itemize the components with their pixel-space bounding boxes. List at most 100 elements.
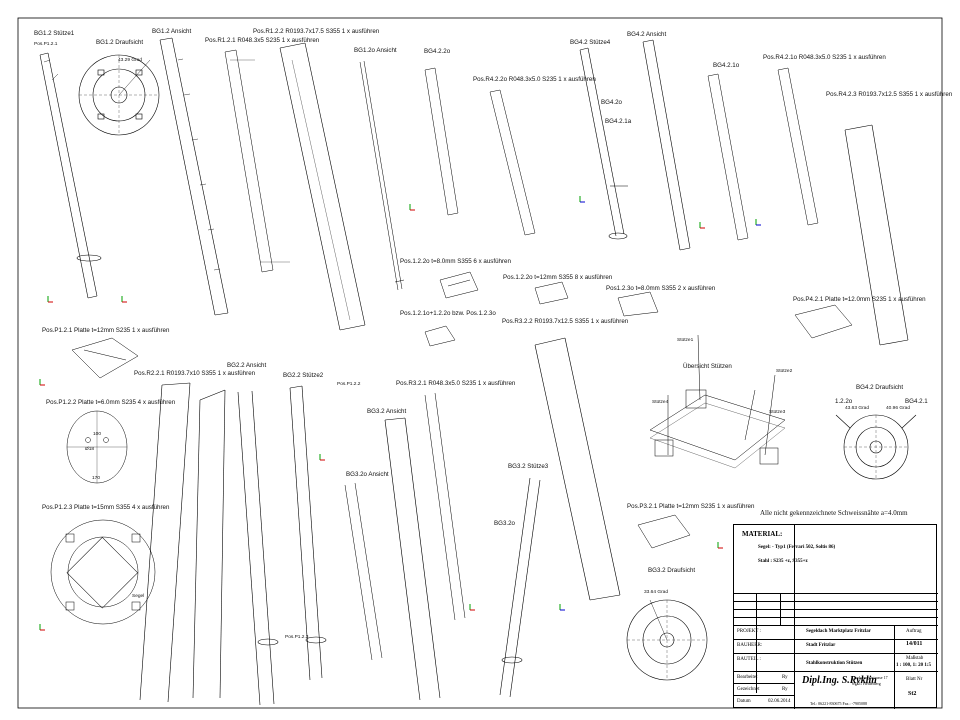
dim-40-96: 40.96 Grad [886, 406, 911, 411]
label-p122: Pos.P1.2.2 Platte t=6.0mm S235 4 x ausfü… [46, 399, 176, 406]
tb-datum-key: Datum [737, 699, 751, 704]
dim-43-63: 43.63 Grad [845, 406, 870, 411]
dim-stuetze3: Stütze3 [769, 410, 786, 415]
bg22-tube-view [237, 390, 279, 706]
tb-blatt-key: Blatt Nr [906, 677, 923, 682]
label-bg32o: BG3.2o [494, 520, 515, 527]
sheet-border [17, 17, 943, 709]
label-p122o-b: Pos.1.2.2o t=12mm S355 8 x ausführen [503, 274, 613, 281]
bg12-stuetze1-view [39, 52, 102, 299]
label-bg32-draufsicht: BG3.2 Draufsicht [648, 567, 696, 574]
label-bg12-ansicht: BG1.2 Ansicht [152, 28, 192, 35]
pos1212o-plate-view [424, 325, 456, 347]
tb-rule-9 [734, 683, 794, 684]
tb-address-2: 69121 Heidelberg [852, 681, 881, 686]
tb-auftrag-key: Auftrag [906, 629, 922, 634]
tb-bearbeitet-key: Bearbeitet [737, 675, 758, 680]
tb-massstab-key: Maßstab [906, 656, 924, 661]
bg12-ansicht-view [159, 37, 229, 316]
label-bg42-ansicht: BG4.2 Ansicht [627, 31, 667, 38]
tb-projekt-key: PROJEKT : [737, 629, 761, 634]
label-p123: Pos.P1.2.3 Platte t=15mm S355 4 x ausfüh… [42, 504, 170, 511]
dim-plate-18: Ø18 [85, 447, 95, 452]
label-bg42-stuetze4: BG4.2 Stütze4 [570, 39, 611, 46]
label-bg421o: BG4.2.1o [713, 62, 740, 69]
label-bg42-draufsicht: BG4.2 Draufsicht [856, 384, 904, 391]
p121-plate-view [71, 337, 139, 379]
label-p123o: Pos1.2.3o t=8.0mm S355 2 x ausführen [606, 285, 716, 292]
tb-massstab-value: 1 : 100, 1: 20 1:5 [896, 663, 931, 668]
pos122ob-plate-view [534, 281, 569, 305]
bg422o-view [424, 67, 459, 216]
tb-bearbeitet-value: Ry [782, 675, 788, 680]
dim-stuetze4: Stütze4 [652, 400, 669, 405]
tb-rule-5 [734, 625, 938, 626]
label-bg22-stuetze2: BG2.2 Stütze2 [283, 372, 324, 379]
p321-plate-view [637, 514, 691, 549]
r221-tube-view [139, 382, 191, 703]
label-bg12-stuetze1: BG1.2 Stütze1 [34, 30, 75, 37]
bg421o-view [707, 73, 749, 241]
tb-material: MATERIAL: [742, 530, 783, 538]
bg32-draufsicht-view [626, 599, 708, 681]
label-bg421: BG4.2.1 [905, 398, 928, 405]
tb-rule-2 [734, 601, 938, 602]
pos123o-plate-view [617, 291, 659, 317]
label-p421: Pos.P4.2.1 Platte t=12.0mm S235 1 x ausf… [793, 296, 926, 303]
tb-bauherr-key: BAUHERR: [737, 643, 763, 648]
label-pos-p122-small: Pos.P1.2.2 [337, 382, 361, 387]
dim-stuetze2: Stütze2 [776, 369, 793, 374]
bg22-stuetze2-view [289, 385, 327, 681]
pos122o-plate-view [439, 271, 479, 299]
bg32-ansicht-view [384, 417, 441, 701]
tb-rule-1 [734, 593, 938, 594]
bg32o-ansicht-view [344, 482, 383, 661]
dim-plate-100: 100 [93, 432, 102, 437]
p122-plate-view [66, 410, 128, 484]
tb-datum-value: 02.06.2014 [768, 699, 791, 704]
label-bg32-ansicht: BG3.2 Ansicht [367, 408, 407, 415]
title-block: MATERIAL: Segel: - Typ1 (Ferrari 502, So… [733, 524, 938, 709]
bg32-stuetze3-view [499, 477, 541, 698]
label-r421o: Pos.R4.2.1o R048.3x5.0 S235 1 x ausführe… [763, 54, 886, 61]
dim-segel: Segel [132, 594, 145, 599]
label-bg421a: BG4.2.1a [605, 118, 632, 125]
bg42-stuetze4-view [579, 47, 628, 240]
tb-rule-8 [734, 671, 938, 672]
tb-rule-4 [734, 617, 938, 618]
label-bg32o-ansicht: BG3.2o Ansicht [346, 471, 389, 478]
label-bg422o: BG4.2.2o [424, 48, 451, 55]
uebersicht-stuetzen-view [649, 334, 786, 469]
label-bg22-ansicht: BG2.2 Ansicht [227, 362, 267, 369]
label-p1212o: Pos.1.2.1o+1.2.2o bzw. Pos.1.2.3o [400, 310, 496, 317]
bg12-draufsicht-view [78, 54, 160, 136]
label-pos-p121-small: Pos.P1.2.1 [34, 42, 58, 47]
label-bg42o: BG4.2o [601, 99, 622, 106]
label-r422o: Pos.R4.2.2o R048.3x5.0 S235 1 x ausführe… [473, 76, 596, 83]
tb-blatt-value: St2 [908, 691, 917, 697]
label-p121: Pos.P1.2.1 Platte t=12mm S235 1 x ausfüh… [42, 327, 170, 334]
tb-col-4 [894, 625, 895, 709]
label-r122: Pos.R1.2.2 R0193.7x17.5 S355 1 x ausführ… [253, 28, 380, 35]
dim-stuetze1: Stütze1 [677, 338, 694, 343]
tb-gezeichnet-key: Gezeichnet [737, 687, 760, 692]
r421o-view [777, 67, 819, 226]
label-uebersicht: Übersicht Stützen [683, 363, 732, 370]
label-r322: Pos.R3.2.2 R0193.7x12.5 S355 1 x ausführ… [502, 318, 629, 325]
r121-dimension-view [224, 49, 290, 273]
dim-43-29: 43.29 Grad [118, 58, 143, 63]
tb-segel: Segel: - Typ1 (Ferrari 502, Soltis 86) [758, 545, 836, 550]
label-bg12o-ansicht: BG1.2o Ansicht [354, 47, 397, 54]
tb-firm: Dipl.Ing. S.Ryklin [802, 675, 877, 686]
tb-projekt-value: Segeldach Marktplatz Fritzlar [806, 629, 871, 634]
r321-dimension-view [424, 392, 466, 621]
tb-bauteil-key: BAUTEIL : [737, 657, 761, 662]
r423-tube-view [844, 124, 909, 346]
label-r321: Pos.R3.2.1 R048.3x5.0 S235 1 x ausführen [396, 380, 516, 387]
label-bg12-draufsicht: BG1.2 Draufsicht [96, 39, 144, 46]
bg12o-ansicht-view [359, 60, 405, 291]
dim-plate-170: 170 [92, 476, 101, 481]
tb-rule-3 [734, 609, 938, 610]
tb-col-3 [794, 525, 795, 709]
